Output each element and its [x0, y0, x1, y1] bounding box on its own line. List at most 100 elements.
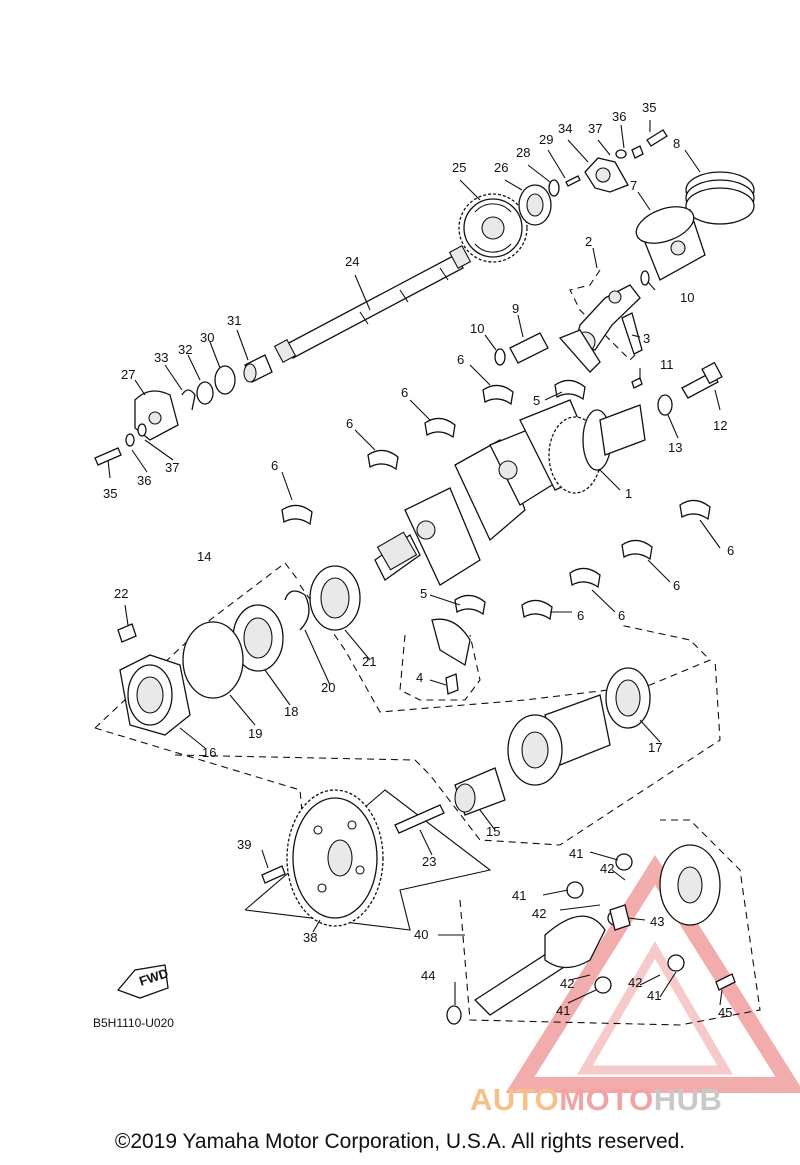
callout-8: 8	[673, 136, 680, 151]
diagram-code: B5H1110-U020	[93, 1016, 174, 1030]
oil-seal-18	[232, 604, 284, 672]
callout-24: 24	[345, 254, 359, 269]
circlip-20	[284, 590, 310, 631]
callout-33: 33	[154, 350, 168, 365]
callout-42-d: 42	[628, 975, 642, 990]
pin-11	[631, 377, 643, 389]
callout-2: 2	[585, 234, 592, 249]
watermark-triangle	[505, 854, 800, 1093]
callout-14: 14	[197, 549, 211, 564]
washer-13	[657, 394, 673, 416]
callout-22: 22	[114, 586, 128, 601]
callout-6-d: 6	[271, 458, 278, 473]
fwd-arrow-icon: FWD	[116, 964, 170, 999]
callout-1: 1	[625, 486, 632, 501]
callout-19: 19	[248, 726, 262, 741]
callout-6-f: 6	[673, 578, 680, 593]
callout-38: 38	[303, 930, 317, 945]
callout-21: 21	[362, 654, 376, 669]
piston-pin-9	[509, 332, 549, 364]
callout-40: 40	[414, 927, 428, 942]
clip-36-top	[631, 145, 644, 159]
callout-35-a: 35	[642, 100, 656, 115]
bolt-22	[117, 623, 137, 643]
o-ring-19	[182, 621, 244, 699]
balancer-gear-25	[458, 193, 528, 263]
circlip-33	[181, 389, 196, 411]
callout-9: 9	[512, 301, 519, 316]
watermark-part-1: AUTO	[470, 1082, 560, 1117]
callout-labels: 1 2 3 4 5 5 6 6 6 6 6 6 6 6 6 7 8 9 10 1…	[103, 100, 734, 1020]
bearing-shell-6-b	[367, 449, 399, 471]
bearing-shell-6-c	[424, 417, 456, 439]
callout-27: 27	[121, 367, 135, 382]
callout-5-b: 5	[420, 586, 427, 601]
bearing-shell-6-g	[569, 567, 601, 589]
rod-bearing-5-a	[554, 379, 586, 401]
cap-41-a	[615, 853, 633, 871]
callout-6-a: 6	[457, 352, 464, 367]
callout-7: 7	[630, 178, 637, 193]
bearing-shell-6-a	[281, 504, 313, 526]
callout-6-c: 6	[346, 416, 353, 431]
washer-36-left	[125, 433, 135, 447]
callout-30: 30	[200, 330, 214, 345]
clip-10-b	[640, 270, 650, 286]
callout-36-b: 36	[137, 473, 151, 488]
callout-17: 17	[648, 740, 662, 755]
callout-31: 31	[227, 313, 241, 328]
washer-37-left	[137, 423, 147, 437]
bolt-23	[394, 804, 445, 834]
coupling-shaft	[507, 694, 611, 786]
callout-42-a: 42	[600, 861, 614, 876]
group-outline-crank	[299, 584, 711, 713]
callout-32: 32	[178, 342, 192, 357]
group-outline-2	[569, 269, 641, 361]
callout-6-b: 6	[401, 385, 408, 400]
callout-18: 18	[284, 704, 298, 719]
callout-34: 34	[558, 121, 572, 136]
universal-joint-40	[473, 844, 721, 1016]
bolt-39	[261, 865, 286, 884]
callout-5-a: 5	[533, 393, 540, 408]
connecting-rod-2	[558, 284, 641, 373]
callout-6-h: 6	[577, 608, 584, 623]
rod-bolt-3	[621, 312, 643, 355]
callout-25: 25	[452, 160, 466, 175]
callout-3: 3	[643, 331, 650, 346]
bearing-shell-6-h	[521, 599, 553, 621]
bolt-12-head	[701, 361, 723, 385]
clip-10	[494, 348, 506, 366]
callout-26: 26	[494, 160, 508, 175]
callout-11: 11	[660, 357, 674, 372]
callout-42-b: 42	[532, 906, 546, 921]
callout-45: 45	[718, 1005, 732, 1020]
group-outline-40	[459, 819, 761, 1026]
bearing-21	[309, 565, 361, 631]
callout-6-e: 6	[727, 543, 734, 558]
watermark-part-2: MOTO	[559, 1082, 654, 1117]
bolt-35-top	[646, 129, 668, 147]
bushing-31	[243, 354, 273, 383]
callout-13: 13	[668, 440, 682, 455]
callout-43: 43	[650, 914, 664, 929]
flywheel-38	[286, 789, 384, 927]
callout-16: 16	[202, 745, 216, 760]
cap-41-d	[594, 976, 612, 994]
callout-42-c: 42	[560, 976, 574, 991]
rod-cap-4	[431, 618, 471, 695]
callout-23: 23	[422, 854, 436, 869]
bearing-housing-16	[119, 654, 191, 736]
callout-37-b: 37	[165, 460, 179, 475]
callout-20: 20	[321, 680, 335, 695]
callout-41-d: 41	[556, 1003, 570, 1018]
collar-15	[454, 767, 506, 816]
watermark-part-3: HUB	[653, 1082, 723, 1117]
washer-37-top	[615, 149, 627, 159]
rod-bearing-5-b	[454, 594, 486, 616]
oil-seal-17	[605, 667, 651, 729]
balancer-shaft-24	[273, 245, 472, 363]
bolt-45	[715, 973, 736, 991]
watermark-text: AUTOMOTOHUB	[470, 1082, 722, 1118]
